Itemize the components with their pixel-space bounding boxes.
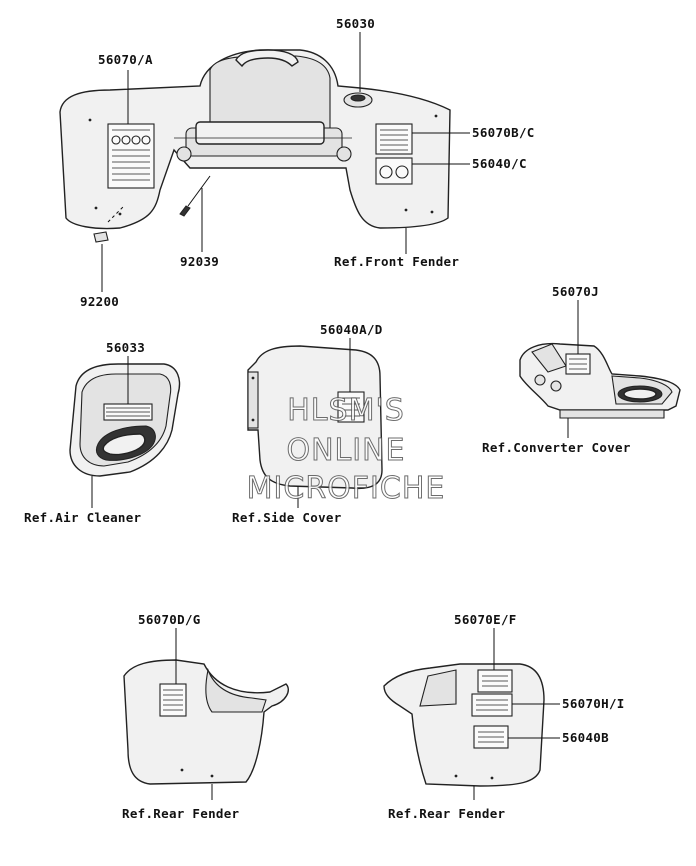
rear-fender-right-assembly: 56070E/F 56070H/I 56040B Ref.Rear Fender [383,612,625,821]
label-ref-air-cleaner: Ref.Air Cleaner [24,510,142,525]
mount-boss-left [176,146,192,162]
label-56070ef: 56070E/F [454,612,517,627]
label-56040ad: 56040A/D [320,322,383,337]
rear-fender-right-body [383,663,545,787]
label-56070a: 56070/A [98,52,153,67]
label-56040b: 56040B [562,730,609,745]
side-cover-body [247,345,383,490]
label-56040c: 56040/C [472,156,527,171]
label-ref-rear-fender-left: Ref.Rear Fender [122,806,240,821]
label-ref-side-cover: Ref.Side Cover [232,510,342,525]
label-56070bc: 56070B/C [472,125,535,140]
watermark: HLSM'S ONLINE MICROFICHE [246,393,446,507]
label-92039: 92039 [180,254,219,269]
front-fender-callouts: 56070/A 56030 56070B/C 56040/C 92039 Ref… [80,16,535,309]
front-bumper-plate [195,121,325,145]
decal-56040ad [337,391,365,423]
pin-92039 [187,175,211,207]
label-92200: 92200 [80,294,119,309]
watermark-line-2: ONLINE [286,433,405,468]
label-56033: 56033 [106,340,145,355]
rear-fender-left-assembly: 56070D/G Ref.Rear Fender [122,612,290,821]
label-56070j: 56070J [552,284,599,299]
air-cleaner-assembly: 56033 Ref.Air Cleaner [24,340,181,525]
decal-56070bc [375,123,413,155]
clip-92200 [93,231,109,243]
label-56030: 56030 [336,16,375,31]
label-ref-converter-cover: Ref.Converter Cover [482,440,631,455]
mount-boss-right [336,146,352,162]
watermark-line-1: HLSM'S [287,393,405,428]
front-rack-tray [209,55,331,129]
label-ref-front-fender: Ref.Front Fender [334,254,459,269]
side-cover-assembly: 56040A/D Ref.Side Cover [232,322,383,525]
label-56070hi: 56070H/I [562,696,625,711]
front-tray-handle [235,49,299,68]
label-56070dg: 56070D/G [138,612,201,627]
label-ref-rear-fender-right: Ref.Rear Fender [388,806,506,821]
side-cover-tab [247,371,259,429]
front-fender-assembly [59,49,451,243]
watermark-line-3: MICROFICHE [247,471,446,506]
converter-cover-assembly: 56070J Ref.Converter Cover [482,284,681,455]
